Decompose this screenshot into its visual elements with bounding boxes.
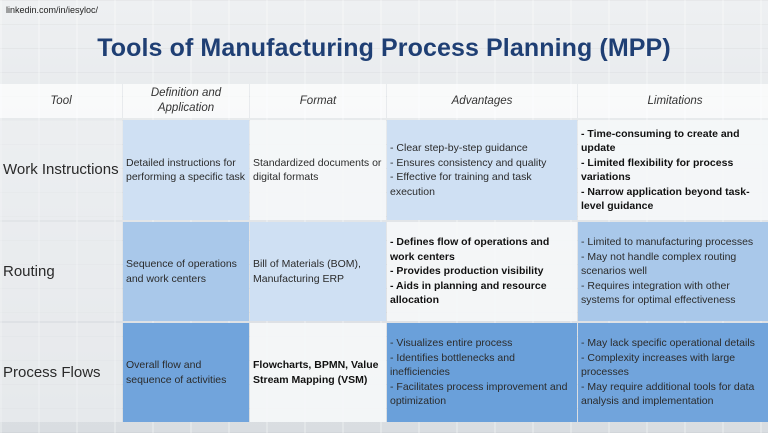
limitation-item: - May require additional tools for data … xyxy=(581,380,755,408)
tool-name: Work Instructions xyxy=(0,120,122,220)
tool-name: Routing xyxy=(0,222,122,321)
header-advantages: Advantages xyxy=(387,84,577,118)
limitations-cell: - Limited to manufacturing processes - M… xyxy=(578,222,768,321)
limitation-item: - Limited flexibility for process variat… xyxy=(581,156,734,184)
mpp-table: Tool Definition and Application Format A… xyxy=(0,84,768,422)
limitation-item: - Time-consuming to create and update xyxy=(581,127,740,155)
tool-name: Process Flows xyxy=(0,323,122,422)
advantage-item: - Identifies bottlenecks and inefficienc… xyxy=(390,351,515,379)
header-definition: Definition and Application xyxy=(123,84,249,118)
advantage-item: - Effective for training and task execut… xyxy=(390,171,532,198)
advantage-item: - Provides production visibility xyxy=(390,265,544,278)
limitation-item: - Limited to manufacturing processes xyxy=(581,236,754,249)
page-title: Tools of Manufacturing Process Planning … xyxy=(97,34,671,62)
limitation-item: - Requires integration with other system… xyxy=(581,279,736,307)
watermark-url: linkedin.com/in/iesyloc/ xyxy=(6,5,99,15)
advantage-item: - Visualizes entire process xyxy=(390,337,513,350)
format-cell: Bill of Materials (BOM), Manufacturing E… xyxy=(250,222,386,321)
limitations-cell: - May lack specific operational details … xyxy=(578,323,768,422)
definition-cell: Sequence of operations and work centers xyxy=(123,222,249,321)
definition-cell: Overall flow and sequence of activities xyxy=(123,323,249,422)
limitation-item: - Complexity increases with large proces… xyxy=(581,351,736,379)
limitation-item: - May not handle complex routing scenari… xyxy=(581,250,737,278)
advantages-cell: - Visualizes entire process - Identifies… xyxy=(387,323,577,422)
limitation-item: - Narrow application beyond task-level g… xyxy=(581,185,750,213)
advantage-item: - Facilitates process improvement and op… xyxy=(390,380,568,408)
advantage-item: - Aids in planning and resource allocati… xyxy=(390,279,547,307)
limitation-item: - May lack specific operational details xyxy=(581,337,755,350)
limitations-cell: - Time-consuming to create and update - … xyxy=(578,120,768,220)
advantages-cell: - Defines flow of operations and work ce… xyxy=(387,222,577,321)
definition-cell: Detailed instructions for performing a s… xyxy=(123,120,249,220)
advantage-item: - Defines flow of operations and work ce… xyxy=(390,236,550,263)
format-cell: Flowcharts, BPMN, Value Stream Mapping (… xyxy=(250,323,386,422)
header-limitations: Limitations xyxy=(578,84,768,118)
advantage-item: - Ensures consistency and quality xyxy=(390,156,547,169)
format-cell: Standardized documents or digital format… xyxy=(250,120,386,220)
advantages-cell: - Clear step-by-step guidance - Ensures … xyxy=(387,120,577,220)
header-format: Format xyxy=(250,84,386,118)
advantage-item: - Clear step-by-step guidance xyxy=(390,142,528,154)
header-tool: Tool xyxy=(0,84,122,118)
